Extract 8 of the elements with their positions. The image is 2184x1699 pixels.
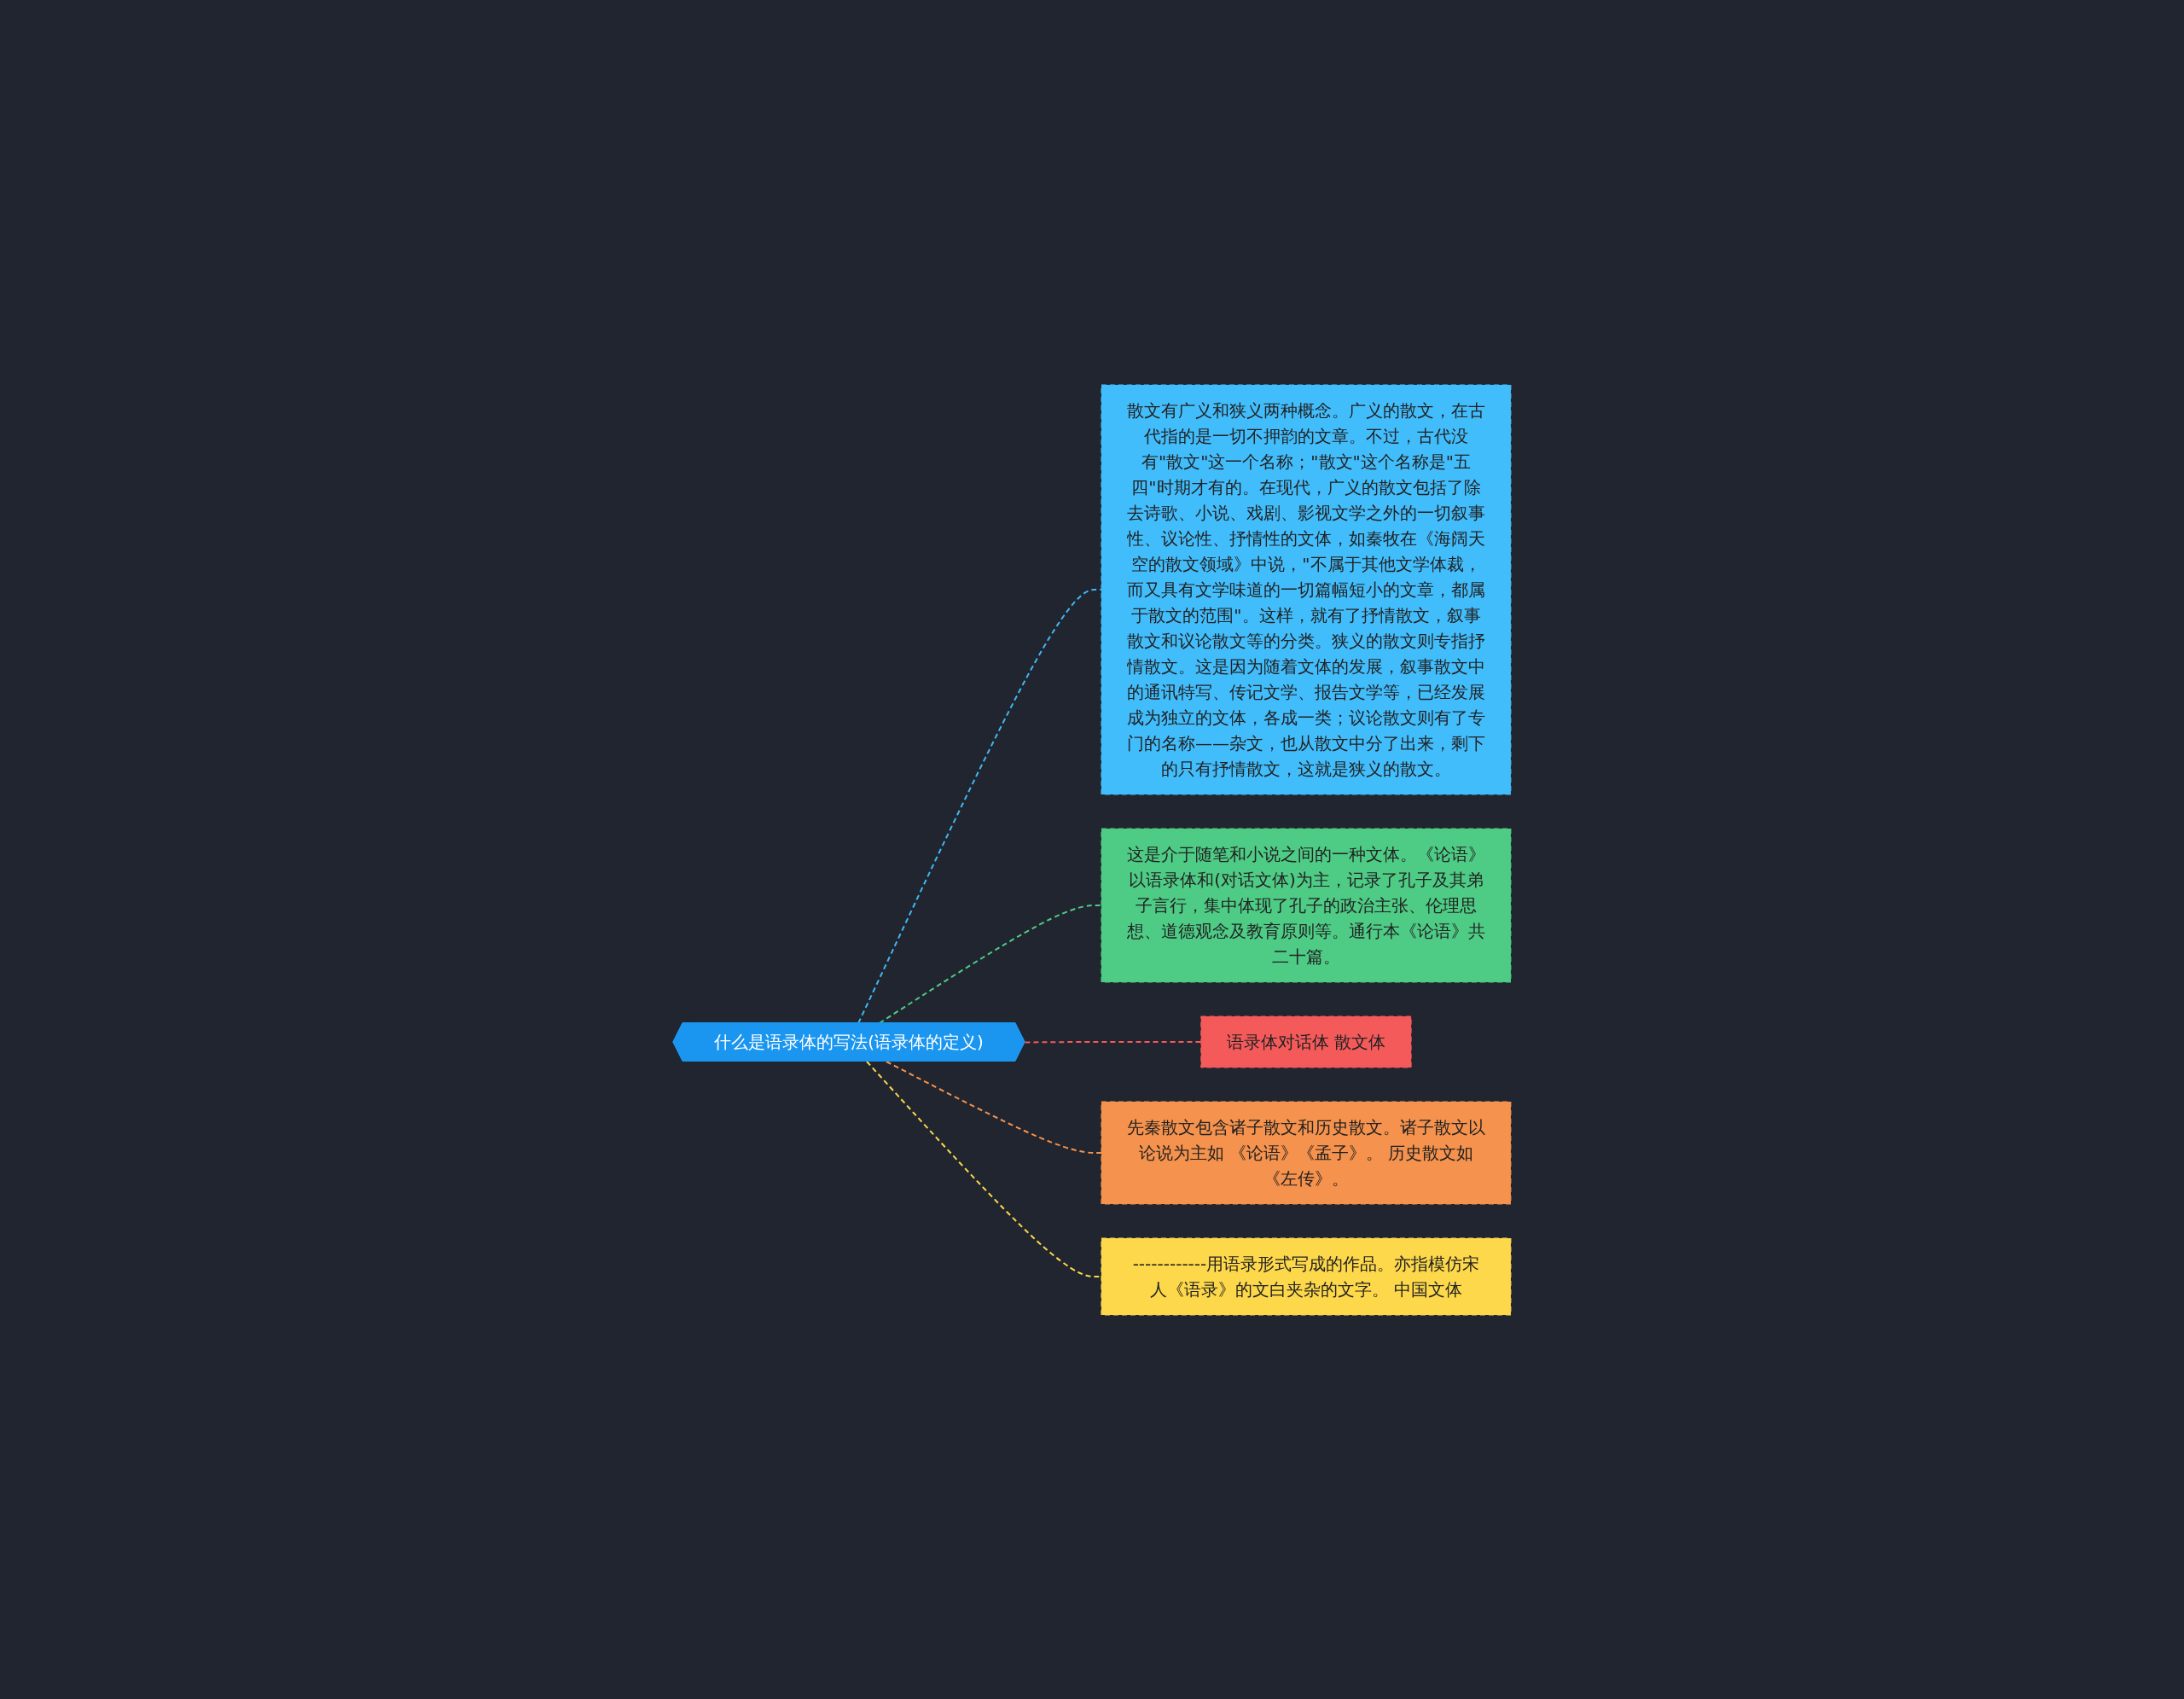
connector [1024,1040,1202,1043]
node-box [1101,1237,1512,1315]
connector [866,1060,1102,1277]
node-box [1101,828,1512,982]
node-box [1101,1101,1512,1204]
node-box [1200,1015,1412,1068]
connector [885,1060,1102,1154]
node-box [1101,384,1512,794]
